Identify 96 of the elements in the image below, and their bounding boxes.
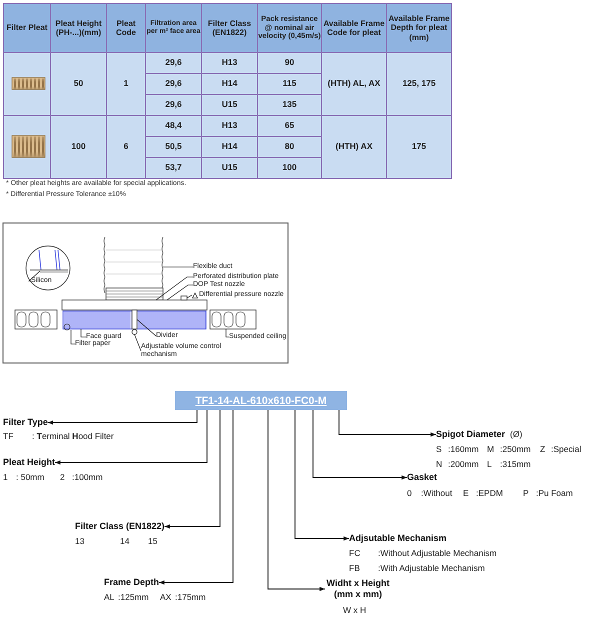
- option-text: S: [436, 444, 442, 455]
- field-heading: Widht x Height (mm x mm): [325, 578, 391, 600]
- option-text: N: [436, 459, 442, 470]
- table-cell: 65: [257, 115, 322, 137]
- arrow: [268, 410, 326, 592]
- option-text: 15: [148, 536, 158, 547]
- table-cell: (HTH) AL, AX: [321, 52, 387, 116]
- option-text: :175mm: [175, 592, 206, 603]
- table-cell: U15: [201, 157, 258, 179]
- option-text: AX: [160, 592, 172, 603]
- leader-line: [28, 270, 40, 282]
- leader-line: [80, 328, 86, 338]
- table-cell: U15: [201, 94, 258, 116]
- arrow: [158, 410, 234, 585]
- field-heading: Spigot Diameter: [436, 429, 506, 440]
- arrow: [338, 410, 436, 437]
- table-cell: 100: [257, 157, 322, 179]
- code-box: TF1-14-AL-610x610-FC0-M: [175, 391, 347, 410]
- option-text: :Special: [551, 444, 582, 455]
- column-header: Filter Class (EN1822): [201, 3, 258, 53]
- leader-line: [156, 276, 194, 300]
- table-cell: H14: [201, 73, 258, 95]
- leader-line: [162, 266, 194, 268]
- option-text: (Ø): [510, 429, 522, 440]
- table-cell: 50: [50, 52, 107, 116]
- option-text: :200mm: [448, 459, 479, 470]
- column-header: Available Frame Code for pleat: [321, 3, 387, 53]
- table-cell: 175: [386, 115, 452, 179]
- arrow: [312, 410, 408, 480]
- table-cell: 6: [106, 115, 146, 179]
- option-text: :125mm: [118, 592, 149, 603]
- option-text: :100mm: [72, 472, 103, 483]
- column-header: Filter Pleat: [3, 3, 51, 53]
- table-cell: 29,6: [145, 52, 202, 74]
- option-text: P: [523, 488, 529, 499]
- table-cell: H13: [201, 52, 258, 74]
- option-text: :With Adjustable Mechanism: [378, 563, 485, 574]
- table-cell: 100: [50, 115, 107, 179]
- field-heading: Filter Type: [3, 417, 48, 428]
- table-cell: 135: [257, 94, 322, 116]
- table-cell: 115: [257, 73, 322, 95]
- option-text: 13: [75, 536, 84, 547]
- column-header: Pleat Height (PH-...)(mm): [50, 3, 107, 53]
- option-text: 1: [3, 472, 8, 483]
- option-text: L: [487, 459, 492, 470]
- option-text: : 50mm: [16, 472, 44, 483]
- option-text: :EPDM: [476, 488, 503, 499]
- option-text: FC: [349, 548, 360, 559]
- arrow: [54, 410, 208, 465]
- option-text: :Pu Foam: [536, 488, 573, 499]
- option-text: E: [463, 488, 469, 499]
- option-text: M: [487, 444, 494, 455]
- table-cell: 80: [257, 136, 322, 158]
- table-cell: 29,6: [145, 73, 202, 95]
- option-text: :250mm: [500, 444, 531, 455]
- option-text: W x H: [343, 605, 366, 616]
- option-text: :Without: [421, 488, 452, 499]
- leader-line: [70, 330, 76, 344]
- leader-line: [134, 334, 142, 352]
- table-cell: 53,7: [145, 157, 202, 179]
- table-cell: 1: [106, 52, 146, 116]
- option-text: :160mm: [448, 444, 479, 455]
- column-header: Available Frame Depth for pleat (mm): [386, 3, 452, 53]
- option-text: AL: [104, 592, 114, 603]
- option-text: 14: [120, 536, 130, 547]
- leader-line: [166, 284, 194, 300]
- table-cell: 90: [257, 52, 322, 74]
- arrow: [47, 410, 198, 425]
- leader-line: [226, 328, 230, 338]
- option-text: FB: [349, 563, 360, 574]
- nozzle: [180, 296, 188, 300]
- field-heading: Frame Depth: [104, 577, 160, 588]
- table-cell: 50,5: [145, 136, 202, 158]
- table-cell: 48,4: [145, 115, 202, 137]
- control-knob: [132, 329, 138, 335]
- option-text: TF: [3, 431, 14, 442]
- table-cell: 125, 175: [386, 52, 452, 116]
- table-cell: H14: [201, 136, 258, 158]
- option-text: : Terminal Hood Filter: [32, 431, 114, 442]
- field-heading: Gasket: [407, 472, 438, 483]
- table-cell: (HTH) AX: [321, 115, 387, 179]
- option-text: :315mm: [500, 459, 531, 470]
- option-text: 2: [60, 472, 65, 483]
- table-cell: H13: [201, 115, 258, 137]
- leader-line: [136, 319, 156, 336]
- arrow: [164, 410, 220, 529]
- field-heading: Filter Class (EN1822): [75, 521, 165, 532]
- option-text: Z: [540, 444, 546, 455]
- option-text: 0: [407, 488, 412, 499]
- arrow: [294, 410, 350, 541]
- option-text: :Without Adjustable Mechanism: [378, 548, 497, 559]
- column-header: Pleat Code: [106, 3, 146, 53]
- leader-line: [186, 294, 192, 298]
- field-heading: Adjsutable Mechanism: [349, 533, 447, 544]
- table-cell: 29,6: [145, 94, 202, 116]
- field-heading: Pleat Height: [3, 457, 56, 468]
